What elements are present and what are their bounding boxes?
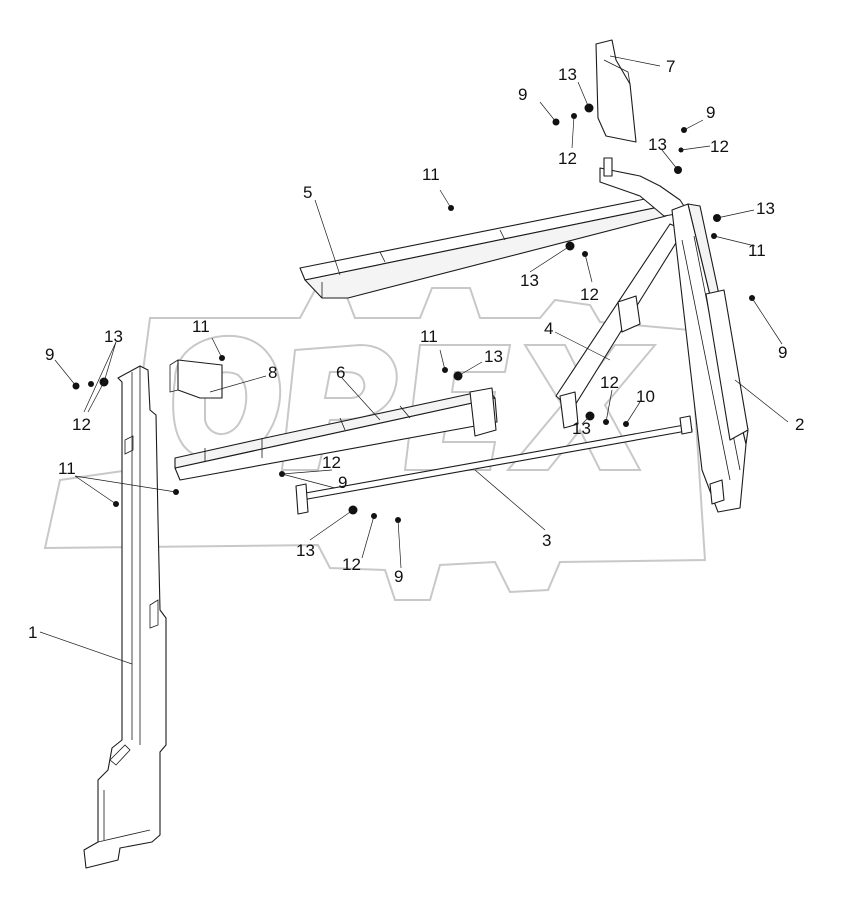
label-12-bottom: 12 <box>342 555 361 574</box>
label-11-top: 11 <box>422 165 440 184</box>
label-13-bottom: 13 <box>296 541 315 560</box>
label-3: 3 <box>542 531 551 550</box>
label-9-left: 9 <box>45 345 54 364</box>
label-9-top: 9 <box>518 85 527 104</box>
label-12-left: 12 <box>72 415 91 434</box>
watermark-gear-outline <box>43 287 707 601</box>
label-11-center: 11 <box>420 327 438 346</box>
part-7-top-plate <box>595 39 637 143</box>
label-6: 6 <box>336 363 345 382</box>
label-9-bottom: 9 <box>394 567 403 586</box>
part-5-top-angle-beam <box>299 195 667 299</box>
label-12-upper: 12 <box>580 285 599 304</box>
label-7: 7 <box>666 57 675 76</box>
label-13-top-right: 13 <box>648 135 667 154</box>
label-1: 1 <box>28 623 37 642</box>
label-8: 8 <box>268 363 277 382</box>
label-9-right: 9 <box>778 343 787 362</box>
label-9-center: 9 <box>338 473 347 492</box>
part-6-channel-beam <box>174 387 498 481</box>
label-13-top: 13 <box>558 65 577 84</box>
label-13-right: 13 <box>756 199 775 218</box>
part-2-right-upright <box>671 203 749 513</box>
label-11-left: 11 <box>58 459 76 478</box>
label-12-top: 12 <box>558 149 577 168</box>
label-12-top-right: 12 <box>710 137 729 156</box>
label-5: 5 <box>303 183 312 202</box>
part-3-lower-rod <box>295 415 693 515</box>
label-4: 4 <box>544 319 553 338</box>
washer-icon <box>88 381 94 387</box>
watermark-letter-p <box>280 343 398 471</box>
label-10: 10 <box>636 387 655 406</box>
label-13-center: 13 <box>484 347 503 366</box>
part-8-bracket-plate <box>169 359 223 399</box>
label-12-center: 12 <box>322 453 341 472</box>
label-9-top-right: 9 <box>706 103 715 122</box>
label-11-right: 11 <box>748 241 766 260</box>
label-13-lower-right: 13 <box>572 419 591 438</box>
label-13-upper: 13 <box>520 271 539 290</box>
label-11-bracket: 11 <box>192 317 210 336</box>
label-2: 2 <box>795 415 804 434</box>
leader-lines <box>39 55 789 665</box>
part-4-diagonal-brace <box>555 223 685 429</box>
label-13-left: 13 <box>104 327 123 346</box>
label-12-right: 12 <box>600 373 619 392</box>
part-1-left-upright <box>83 365 167 869</box>
callout-labels: 1 2 3 4 5 6 7 8 9 9 9 9 9 9 10 11 11 11 … <box>28 57 804 642</box>
